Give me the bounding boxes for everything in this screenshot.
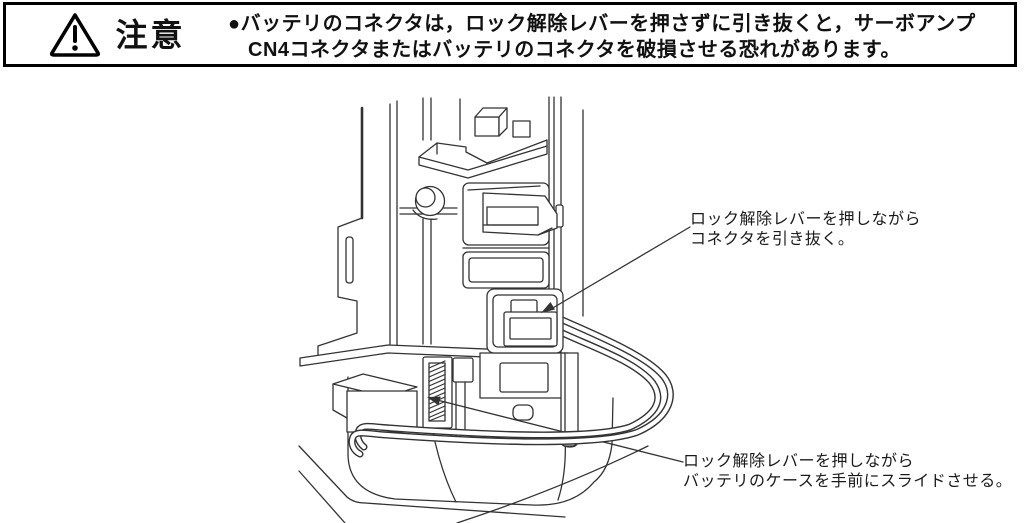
arrowhead-icon <box>427 396 441 406</box>
upper-connector-slot <box>462 182 558 256</box>
warning-triangle-icon <box>50 13 101 57</box>
window-opening <box>462 251 550 289</box>
caution-label-area: 注意 <box>6 5 228 64</box>
arrowhead-icon <box>541 302 555 313</box>
caution-box: 注意 ●バッテリのコネクタは，ロック解除レバーを押さずに引き抜くと，サーボアンプ… <box>3 2 1017 67</box>
callout-connector-line-1: ロック解除レバーを押しながら <box>690 211 922 228</box>
floor-lines <box>298 445 649 523</box>
callout-connector: ロック解除レバーを押しながら コネクタを引き抜く。 <box>690 210 921 250</box>
caution-line-2: CN4コネクタまたはバッテリのコネクタを破損させる恐れがあります。 <box>248 39 901 61</box>
callout-battery-case-line-2: バッテリのケースを手前にスライドさせる。 <box>683 473 1013 490</box>
mounting-knob <box>412 185 446 220</box>
leader-line-top <box>541 226 691 313</box>
top-cube <box>474 107 531 138</box>
battery-cable <box>348 313 674 458</box>
caution-line-1: ●バッテリのコネクタは，ロック解除レバーを押さずに引き抜くと，サーボアンプ <box>228 13 976 35</box>
leader-line-bottom <box>427 396 684 463</box>
caution-text: ●バッテリのコネクタは，ロック解除レバーを押さずに引き抜くと，サーボアンプ CN… <box>228 5 1014 64</box>
callout-connector-line-2: コネクタを引き抜く。 <box>690 231 855 248</box>
callout-battery-case-line-1: ロック解除レバーを押しながら <box>683 453 915 470</box>
caution-label: 注意 <box>115 16 186 53</box>
platform-step <box>418 139 548 179</box>
servo-amplifier-illustration <box>298 96 691 523</box>
diagram-area: ロック解除レバーを押しながら コネクタを引き抜く。 ロック解除レバーを押しながら… <box>0 85 1024 523</box>
lock-lever-hatched <box>422 356 453 429</box>
lower-bracket <box>452 352 579 448</box>
cn4-connector <box>486 288 564 354</box>
callout-battery-case: ロック解除レバーを押しながら バッテリのケースを手前にスライドさせる。 <box>683 452 1012 492</box>
